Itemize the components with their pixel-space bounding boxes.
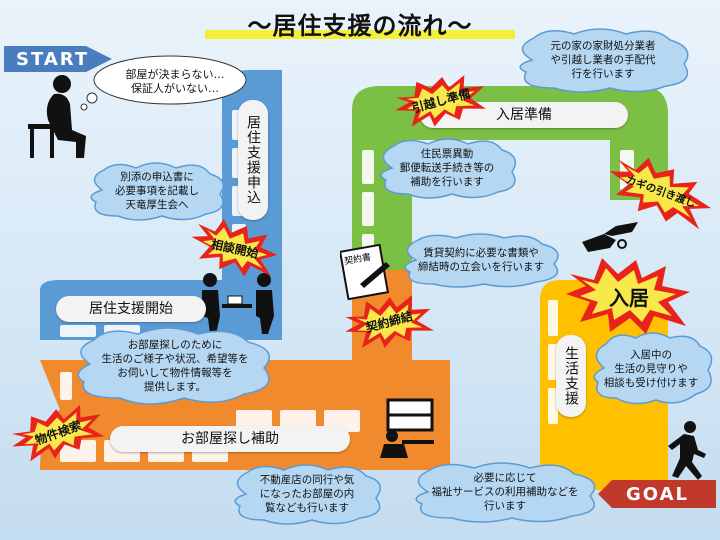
goal-badge: GOAL	[598, 478, 716, 510]
step-life-support: 生活支援	[556, 335, 586, 417]
start-label: START	[16, 48, 90, 70]
step-support-start: 居住支援開始	[56, 296, 206, 322]
desk-work-icon	[380, 398, 434, 458]
goal-label: GOAL	[626, 483, 689, 505]
welfare-text: 必要に応じて 福祉サービスの利用補助などを 行います	[431, 472, 579, 512]
cloud-welfare: 必要に応じて 福祉サービスの利用補助などを 行います	[406, 460, 604, 524]
contract-document-icon	[340, 244, 390, 300]
apply-note-text: 別添の申込書に 必要事項を記載し 天竜厚生会へ	[115, 171, 199, 211]
agent-text: 不動産店の同行や気 になったお部屋の内 覧なども行います	[259, 474, 355, 514]
page-title: 〜居住支援の流れ〜	[247, 12, 473, 40]
cloud-registration: 住民票異動 郵便転送手続き等の 補助を行います	[372, 136, 522, 200]
title-highlight	[205, 30, 515, 39]
burst-key: カギの引き渡し	[600, 147, 720, 235]
worried-person-icon	[28, 75, 86, 158]
thought-text: 部屋が決まらない… 保証人がいない…	[125, 68, 225, 95]
watch-text: 入居中の 生活の見守りや 相談も受け付けます	[603, 349, 699, 389]
burst-consult: 相談開始	[186, 213, 285, 283]
start-badge: START	[4, 42, 114, 76]
burst-moving: 引越し準備	[389, 65, 492, 136]
contract-note-text: 賃貸契約に必要な書類や 締結時の立会いを行います	[418, 247, 544, 273]
key-handover-icon	[582, 222, 638, 252]
step-apply: 居住支援申込	[238, 100, 268, 220]
running-person-icon	[668, 421, 706, 480]
cloud-contract-note: 賃貸契約に必要な書類や 締結時の立会いを行います	[396, 232, 566, 288]
cloud-hearing: お部屋探しのために 生活のご様子や状況、希望等を お伺いして物件情報等を 提供し…	[68, 326, 282, 406]
consultation-icon	[202, 273, 274, 334]
cloud-agent: 不動産店の同行や気 になったお部屋の内 覧なども行います	[226, 462, 388, 526]
thought-bubble: 部屋が決まらない… 保証人がいない…	[80, 52, 248, 112]
hearing-text: お部屋探しのために 生活のご様子や状況、希望等を お伺いして物件情報等を 提供し…	[101, 339, 249, 393]
burst-move-in: 入居	[566, 258, 692, 334]
movers-text: 元の家の家財処分業者 や引越し業者の手配代 行を行います	[550, 40, 656, 80]
move-in-label: 入居	[609, 285, 649, 310]
burst-contract: 契約締結	[339, 285, 439, 357]
cloud-watch: 入居中の 生活の見守りや 相談も受け付けます	[586, 330, 716, 408]
cloud-apply-note: 別添の申込書に 必要事項を記載し 天竜厚生会へ	[82, 160, 232, 222]
burst-search: 物件検索	[5, 393, 112, 471]
step-search-help: お部屋探し補助	[110, 426, 350, 452]
cloud-movers: 元の家の家財処分業者 や引越し業者の手配代 行を行います	[510, 26, 696, 94]
registration-text: 住民票異動 郵便転送手続き等の 補助を行います	[399, 148, 495, 188]
track-green	[352, 86, 668, 270]
